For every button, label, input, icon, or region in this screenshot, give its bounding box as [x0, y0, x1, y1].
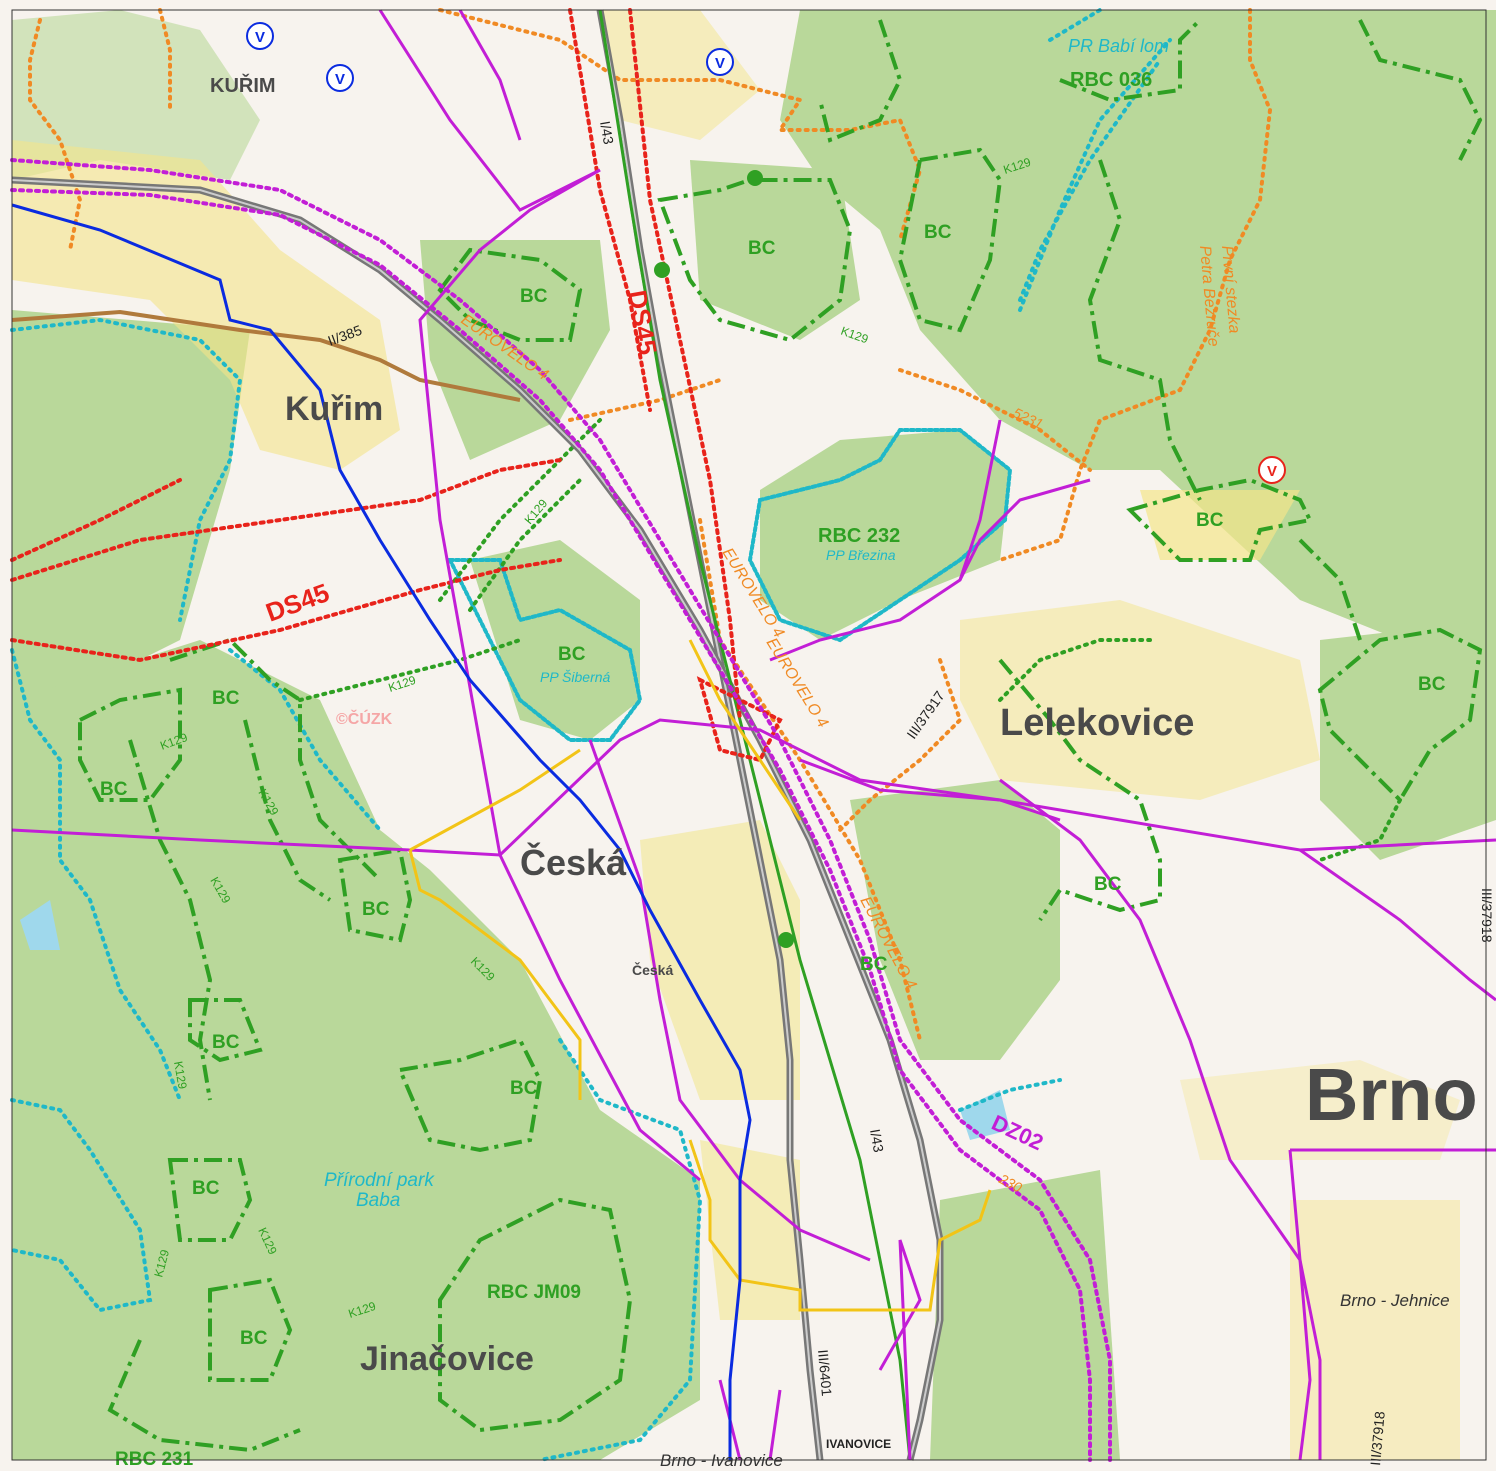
corridor-label-k129: K129 — [171, 1060, 190, 1090]
road-label-iii6401: III/6401 — [815, 1349, 835, 1397]
bc-label: BC — [748, 238, 776, 259]
svg-text:V: V — [335, 71, 345, 88]
park-label-line1: Přírodní park — [324, 1170, 435, 1191]
v-marker[interactable]: V — [326, 64, 354, 92]
protected-area-label-siberna: PP Šiberná — [540, 669, 611, 685]
green-point-marker[interactable] — [778, 932, 794, 948]
locality-label-ivanovice: IVANOVICE — [826, 1437, 891, 1451]
bc-label: BC — [100, 779, 128, 800]
green-point-marker[interactable] — [654, 262, 670, 278]
park-label-line2: Baba — [356, 1190, 400, 1211]
svg-text:V: V — [715, 55, 725, 72]
green-point-marker[interactable] — [747, 170, 763, 186]
bc-label: BC — [558, 644, 586, 665]
v-marker-red[interactable]: V — [1258, 456, 1286, 484]
town-label-kurim: Kuřim — [285, 390, 383, 428]
town-label-lelekovice: Lelekovice — [1000, 702, 1194, 744]
bc-label: BC — [1418, 674, 1446, 695]
town-label-ceska: Česká — [520, 841, 627, 883]
rbc-label-jm09: RBC JM09 — [487, 1282, 581, 1303]
town-label-ceska-small: Česká — [632, 961, 673, 978]
locality-label-brno-jehnice: Brno - Jehnice — [1340, 1291, 1450, 1310]
water-features — [20, 900, 1010, 1140]
yellow-boundaries — [408, 639, 992, 1312]
dotted-green-corridors — [298, 418, 1402, 862]
eco-corridors — [78, 18, 1483, 1453]
power-lines — [11, 9, 1496, 1461]
v-marker[interactable]: V — [706, 48, 734, 76]
map-border — [11, 9, 1487, 1461]
bc-label: BC — [510, 1078, 538, 1099]
forest-areas — [12, 10, 1496, 1460]
rbc-label-036: RBC 036 — [1070, 69, 1152, 91]
planned-corridor-ds45 — [10, 8, 783, 763]
watermark-cuzk: ©ČÚZK — [336, 709, 393, 728]
rbc-label-232: RBC 232 — [818, 525, 900, 547]
bc-label: BC — [362, 899, 390, 920]
road-label-i43: I/43 — [867, 1128, 887, 1154]
road-label-i43: I/43 — [597, 120, 617, 146]
town-label-brno: Brno — [1305, 1053, 1478, 1136]
bc-label: BC — [860, 954, 888, 975]
bc-label: BC — [212, 688, 240, 709]
town-label-jinacovice: Jinačovice — [360, 1340, 534, 1378]
bc-label: BC — [1094, 874, 1122, 895]
planned-corridor-dz02 — [10, 158, 1112, 1462]
protected-area-label-brezina: PP Březina — [826, 547, 896, 563]
road-ii385-line — [11, 309, 521, 402]
v-marker[interactable]: V — [246, 22, 274, 50]
bc-label: BC — [240, 1328, 268, 1349]
bc-label: BC — [924, 222, 952, 243]
settlement-areas — [12, 10, 1460, 1460]
blue-boundary-line — [11, 203, 752, 1460]
bc-label: BC — [520, 286, 548, 307]
road-i43-green-line — [598, 9, 912, 1461]
bc-label: BC — [212, 1032, 240, 1053]
bc-label: BC — [192, 1178, 220, 1199]
svg-text:V: V — [255, 29, 265, 46]
protected-area-label-babi-lom: PR Babí lom — [1068, 36, 1169, 56]
svg-text:V: V — [1267, 463, 1277, 480]
road-label-iii37918: III/37918 — [1367, 1410, 1388, 1466]
town-label-kurim-top: KUŘIM — [210, 73, 276, 97]
bc-label: BC — [1196, 510, 1224, 531]
road-label-iii37918: III/37918 — [1479, 888, 1495, 943]
